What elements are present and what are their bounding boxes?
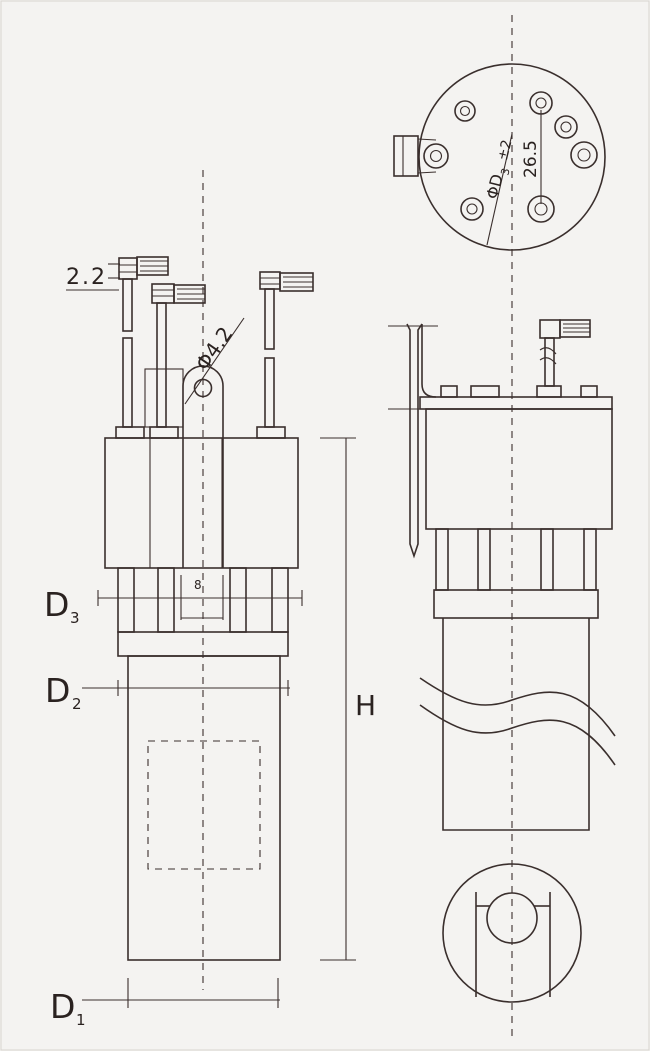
side-collar [433,589,599,619]
h-label: H [355,689,376,722]
side-connector [539,319,591,339]
top-view: 26.5 ΦD 3 ±2 [393,15,606,1040]
bottom-view [442,863,582,1003]
side-lug [406,323,437,559]
top-hole-4 [554,115,578,139]
pin-pitch-label: 26.5 [521,140,541,178]
mounting-hole [193,378,213,398]
top-hole-6 [460,197,484,221]
front-view: 8 D 3 D 2 D 1 H 2.2 Φ4.2 [44,170,376,1029]
mounting-lug [182,365,224,568]
terminal-connector-3 [259,271,314,292]
terminal-connector-1 [118,256,169,280]
top-side-lug [393,135,419,177]
d3-subscript: 3 [70,609,80,627]
lug-bracket [144,368,184,428]
upper-body [104,437,299,569]
collar [117,631,289,657]
terminal-connector-2 [151,283,206,304]
pin-1-lower [122,337,133,428]
circle-diameter-tolerance: ±2 [495,138,516,162]
break-line-upper [419,677,616,737]
circle-diameter-leader [486,133,513,246]
hole-leader [184,317,245,405]
d1-subscript: 1 [76,1011,86,1029]
bottom-inner-circle [486,892,538,944]
top-hole-1 [423,143,449,169]
pin-spacing-label: 2.2 [66,265,107,290]
hidden-cavity [147,740,261,870]
d3-label: D [44,585,69,624]
break-line-lower [419,704,616,766]
top-hole-5 [570,141,598,169]
side-upper-body [425,408,613,530]
top-hole-2 [454,100,476,122]
slot-width-label: 8 [194,578,202,592]
d2-subscript: 2 [72,695,82,713]
d2-label: D [45,671,70,710]
side-lower-body [442,618,590,831]
bottom-outer-circle [442,863,582,1003]
circle-diameter-subscript: 3 [498,167,512,177]
d1-label: D [50,987,75,1026]
top-flange-circle [418,63,606,251]
pin-3-lower [264,357,275,428]
side-view [388,319,616,831]
